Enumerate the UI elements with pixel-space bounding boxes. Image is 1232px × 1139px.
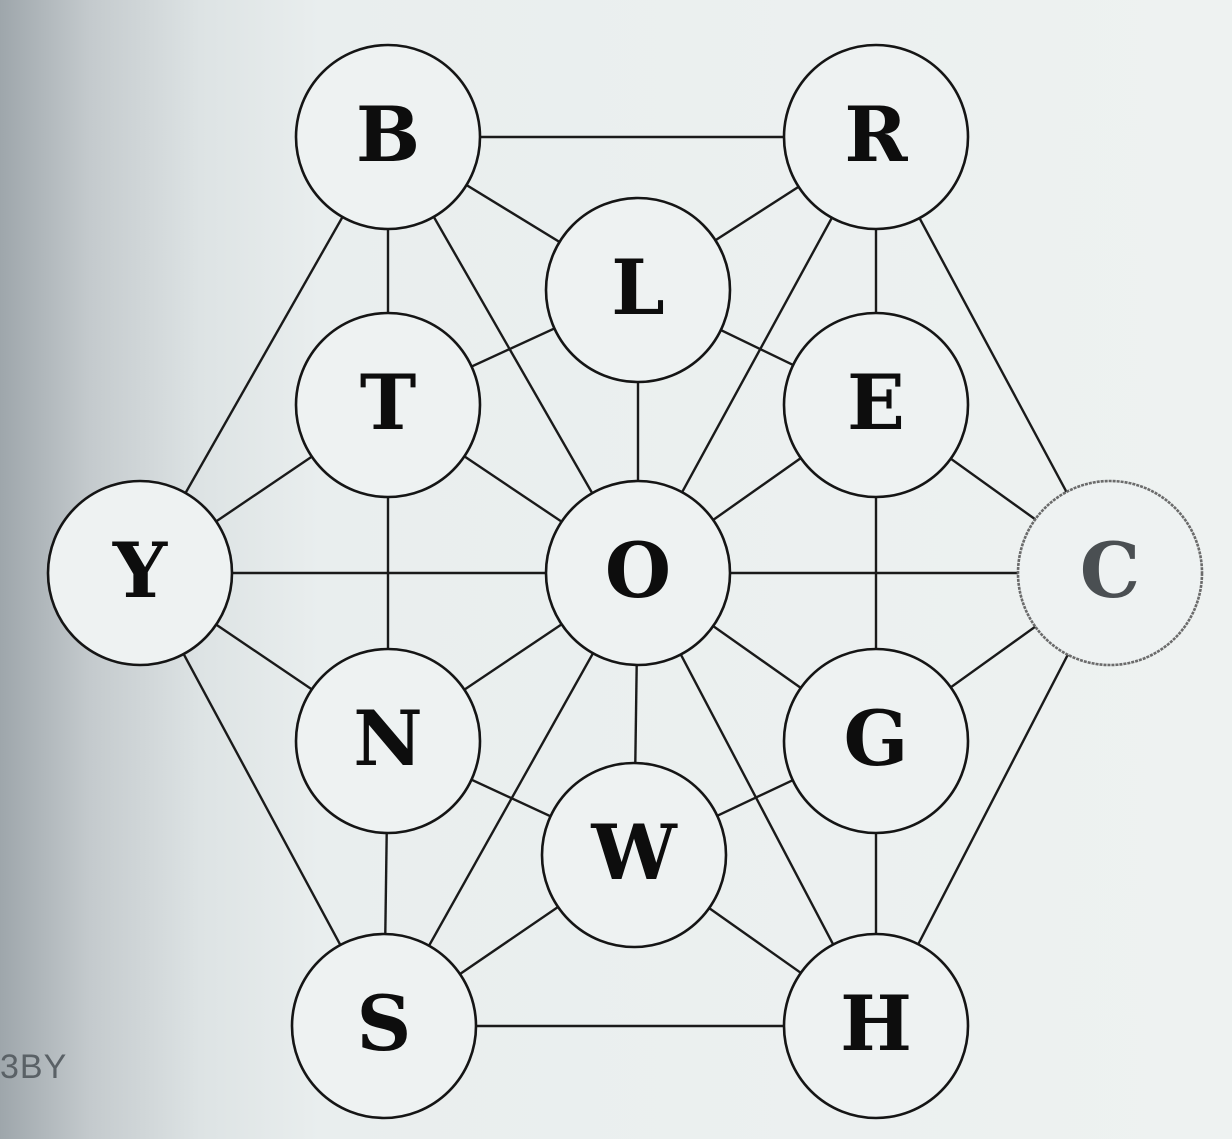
nodes-layer: B R L T E Y O C N G W S H [46, 43, 1204, 1120]
node-label-n: N [353, 694, 422, 783]
node-label-b: B [356, 90, 420, 179]
node-s: S [290, 932, 478, 1120]
node-circle-l [544, 196, 732, 384]
margin-note: 3BY [0, 1048, 68, 1086]
node-label-y: Y [112, 526, 168, 615]
node-circle-g [782, 647, 970, 835]
node-w: W [540, 761, 728, 949]
node-label-t: T [360, 358, 417, 447]
node-e: E [782, 311, 970, 499]
node-circle-n [294, 647, 482, 835]
node-y: Y [46, 479, 234, 667]
node-circle-c [1016, 479, 1204, 667]
node-circle-t [294, 311, 482, 499]
node-label-w: W [590, 808, 678, 897]
node-r: R [782, 43, 970, 231]
node-t: T [294, 311, 482, 499]
node-circle-s [290, 932, 478, 1120]
node-circle-e [782, 311, 970, 499]
node-h: H [782, 932, 970, 1120]
node-label-l: L [611, 243, 664, 332]
node-label-s: S [357, 979, 412, 1068]
node-label-h: H [840, 979, 912, 1068]
node-label-g: G [844, 694, 909, 783]
node-label-r: R [844, 90, 908, 179]
node-label-o: O [605, 526, 671, 615]
node-circle-o [544, 479, 732, 667]
node-label-c: C [1080, 526, 1141, 615]
node-g: G [782, 647, 970, 835]
node-circle-y [46, 479, 234, 667]
node-circle-h [782, 932, 970, 1120]
node-b: B [294, 43, 482, 231]
node-label-e: E [847, 358, 905, 447]
node-l: L [544, 196, 732, 384]
node-o: O [544, 479, 732, 667]
node-c: C [1016, 479, 1204, 667]
node-circle-b [294, 43, 482, 231]
node-circle-r [782, 43, 970, 231]
node-n: N [294, 647, 482, 835]
node-circle-w [540, 761, 728, 949]
